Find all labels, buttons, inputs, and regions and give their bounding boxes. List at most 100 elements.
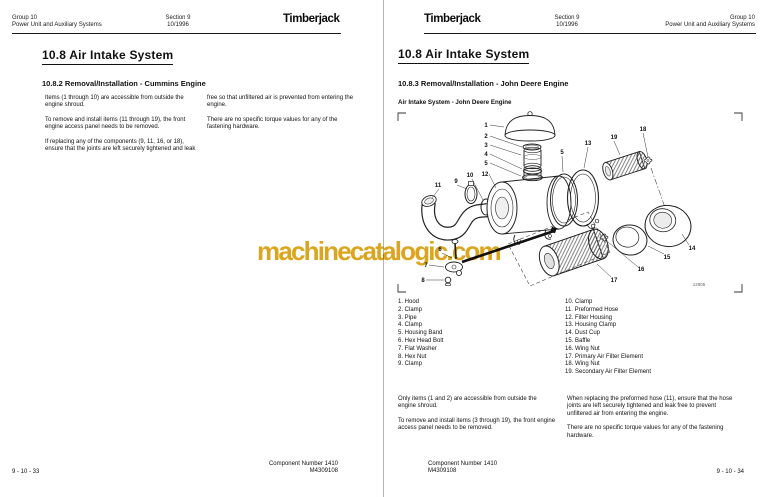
page-left: Group 10 Power Unit and Auxiliary System… [12,13,357,475]
parts-list-item: 13. Housing Clamp [565,322,617,329]
body-column-2: When replacing the preformed hose (11), … [567,396,734,447]
page-number: 9 - 10 - 34 [716,469,744,475]
paragraph: There are no specific torque values for … [567,425,724,439]
figure-caption: Air Intake System - John Deere Engine [398,99,512,106]
body-column-1: Items (1 through 10) are accessible from… [45,95,203,160]
header-center-block: Section 9 10/1996 [148,15,208,29]
access-panel-outline [507,211,611,287]
secondary-filter-shape [602,151,648,181]
parts-list-item: 7. Flat Washer [398,345,437,352]
callout-1: 1 [484,123,488,129]
section-title-wrap: 10.8 Air Intake System [42,46,174,65]
paragraph: Items (1 through 10) are accessible from… [45,95,184,109]
wing-nut-shape [643,156,653,165]
parts-list-item: 11. Preformed Hose [565,306,619,313]
callout-4: 4 [484,152,488,158]
body-column-2: free so that unfiltered air is prevented… [207,95,357,139]
callout-labels: 1 2 3 4 5 12 5 13 19 18 11 9 10 6 7 8 14… [421,123,696,284]
callout-16: 16 [638,267,645,273]
header-right-block: Group 10 Power Unit and Auxiliary System… [631,15,755,29]
footer-component-block: Component Number 1410 M4309108 [428,461,497,475]
callout-3: 3 [484,143,488,149]
parts-list-item: 5. Housing Band [398,330,443,337]
parts-list-item: 3. Pipe [398,314,417,321]
header-system: Power Unit and Auxiliary Systems [665,22,755,29]
callout-9: 9 [454,179,458,185]
page-number: 9 - 10 - 33 [12,469,40,475]
baffle-shape [612,224,648,256]
parts-list-item: 18. Wing Nut [565,361,600,368]
figure-corner-brackets [397,112,743,293]
paragraph: There are no specific torque values for … [207,116,338,131]
callout-15: 15 [664,255,671,261]
section-title-wrap: 10.8 Air Intake System [398,45,530,64]
housing-clamp-shape [566,169,600,230]
subsection-title: 10.8.3 Removal/Installation - John Deere… [398,79,569,88]
parts-list-item: 14. Dust Cup [565,330,601,337]
header-group: Group 10 [12,15,38,21]
component-number: Component Number 1410 [268,461,338,467]
section-title: 10.8 Air Intake System [42,48,174,65]
component-number: Component Number 1410 [428,461,498,467]
exploded-view-figure: 1 2 3 4 5 12 5 13 19 18 11 9 10 6 7 8 14… [397,111,743,293]
callout-leader-lines [426,124,690,281]
housing-band-shape [550,173,578,227]
preformed-hose-shape [421,195,496,241]
header-section: Section 9 [554,15,580,21]
parts-list-item: 17. Primary Air Filter Element [565,353,644,360]
header-left-block: Group 10 Power Unit and Auxiliary System… [12,15,102,29]
pipe-and-clamps-shape [522,143,543,182]
parts-list-item: 2. Clamp [398,306,423,313]
watermark-text: machinecatalogic.com [257,236,502,266]
callout-7: 7 [424,263,428,269]
header-section: Section 9 [165,15,191,21]
paragraph: If replacing any of the components (9, 1… [45,138,196,153]
page-spine-divider [383,0,385,497]
callout-5: 5 [484,161,488,167]
hood-shape [504,111,556,142]
callout-18: 18 [640,127,647,133]
parts-list-item: 19. Secondary Air Filter Element [565,369,652,376]
flat-washer-shape [445,261,463,276]
header-center-block: Section 9 10/1996 [542,15,592,29]
primary-filter-shape [538,228,609,277]
header-rule [424,33,756,34]
hex-bolt-shape [451,226,557,264]
footer-component-block: Component Number 1410 M4309108 [238,461,338,475]
paragraph: Only items (1 and 2) are accessible from… [398,396,537,410]
parts-list-item: 4. Clamp [398,322,423,329]
header-system: Power Unit and Auxiliary Systems [12,22,102,29]
header-date: 10/1996 [556,22,578,29]
parts-list-item: 1. Hood [398,299,420,305]
figure-id: 12905 [693,282,706,287]
parts-list-item: 10. Clamp [565,299,593,305]
paragraph: To remove and install items (3 through 1… [398,417,556,432]
section-title: 10.8 Air Intake System [398,47,530,64]
parts-list-column-2: 10. Clamp 11. Preformed Hose 12. Filter … [565,299,745,377]
callout-19: 19 [611,135,618,141]
callout-2: 2 [484,134,488,140]
callout-14: 14 [689,246,696,252]
header-rule [12,33,341,34]
timberjack-logo: Timberjack [424,13,481,25]
paragraph: free so that unfiltered air is prevented… [207,95,354,109]
dust-cup-shape [644,204,692,248]
filter-housing-shape [486,165,572,245]
callout-8: 8 [421,278,425,284]
callout-13: 13 [585,141,592,147]
callout-6: 6 [438,247,442,253]
callout-17: 17 [611,278,618,284]
hex-nut-shape [444,276,452,287]
header-date: 10/1996 [167,22,189,29]
callout-11: 11 [435,183,442,189]
parts-list-item: 6. Hex Head Bolt [398,337,444,344]
page-right: Timberjack Section 9 10/1996 Group 10 Po… [384,0,768,497]
callout-10: 10 [467,173,474,179]
parts-list-item: 15. Baffle [565,337,591,344]
paragraph: To remove and install items (11 through … [45,116,186,131]
parts-list-item: 9. Clamp [398,361,423,368]
callout-5b: 5 [560,150,564,156]
body-column-1: Only items (1 and 2) are accessible from… [398,396,556,440]
subsection-title: 10.8.2 Removal/Installation - Cummins En… [42,79,206,88]
parts-list-item: 12. Filter Housing [565,314,613,321]
